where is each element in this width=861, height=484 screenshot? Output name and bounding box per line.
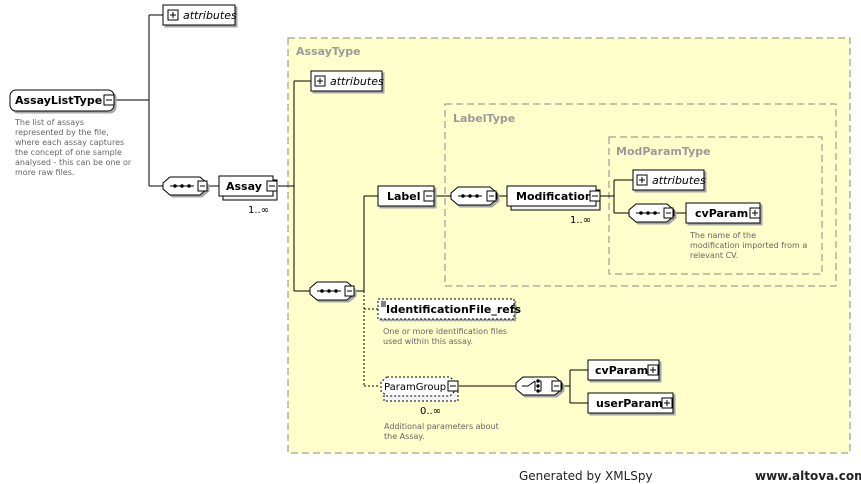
attribute-lines-icon [381, 301, 386, 307]
assay-list-type-node[interactable]: AssayListType [9, 89, 115, 112]
mod-param-attributes-node[interactable]: attributes [632, 169, 706, 191]
mod-param-attributes-label: attributes [652, 174, 706, 187]
expand-plus-icon[interactable] [647, 364, 659, 376]
doc-line: relevant CV. [690, 251, 738, 260]
assay-type-attributes-node[interactable]: attributes [310, 70, 384, 92]
label-node[interactable]: Label [377, 185, 435, 207]
doc-line: used within this assay. [383, 337, 473, 346]
expand-plus-icon[interactable] [167, 9, 179, 21]
assay-list-type-doc: The list of assays represented by the fi… [14, 118, 132, 177]
identification-file-refs-label: IdentificationFile_refs [386, 303, 521, 316]
doc-line: more raw files. [15, 168, 74, 177]
param-group-cardinality: 0..∞ [420, 406, 441, 417]
param-group-label: ParamGroup [384, 382, 446, 393]
generated-by-text: Generated by XMLSpy [519, 469, 653, 483]
assay-list-type-label: AssayListType [15, 94, 102, 107]
doc-line: represented by the file, [15, 128, 109, 137]
sequence-compositor[interactable] [628, 203, 675, 223]
assay-type-title: AssayType [296, 45, 361, 58]
expand-plus-icon[interactable] [636, 174, 648, 186]
identification-file-refs-doc: One or more identification files used wi… [383, 327, 507, 346]
collapse-minus-icon[interactable] [551, 380, 562, 392]
root-attributes-node[interactable]: attributes [162, 4, 237, 26]
modification-label: Modification [516, 190, 593, 203]
doc-line: The name of the [689, 231, 756, 240]
doc-line: the concept of one sample [15, 148, 122, 157]
connector-lines [116, 14, 686, 404]
group-cv-param-label: cvParam [595, 364, 648, 377]
expand-plus-icon[interactable] [749, 207, 761, 219]
collapse-minus-icon[interactable] [486, 190, 497, 202]
sequence-compositor[interactable] [309, 281, 355, 301]
altova-url[interactable]: www.altova.com [755, 469, 861, 483]
doc-line: the Assay. [384, 432, 425, 441]
doc-line: Additional parameters about [384, 422, 499, 431]
sequence-compositor[interactable] [162, 176, 208, 196]
choice-switch-icon [522, 379, 542, 393]
doc-line: The list of assays [14, 118, 84, 127]
mod-cv-param-node[interactable]: cvParam [685, 202, 761, 224]
choice-compositor[interactable] [515, 376, 563, 396]
identification-file-refs-node[interactable]: IdentificationFile_refs [377, 298, 521, 320]
modification-node[interactable]: Modification 1..∞ [506, 185, 601, 226]
user-param-node[interactable]: userParam [587, 392, 674, 414]
assay-type-attributes-label: attributes [330, 75, 384, 88]
param-group-doc: Additional parameters about the Assay. [384, 422, 499, 441]
collapse-minus-icon[interactable] [197, 180, 208, 192]
modification-cardinality: 1..∞ [570, 215, 591, 226]
param-group-node[interactable]: ParamGroup 0..∞ [380, 376, 459, 417]
doc-line: where each assay captures [15, 138, 124, 147]
collapse-minus-icon[interactable] [266, 180, 278, 192]
assay-cardinality: 1..∞ [248, 205, 269, 216]
collapse-minus-icon[interactable] [589, 190, 601, 202]
doc-line: One or more identification files [383, 327, 507, 336]
group-cv-param-node[interactable]: cvParam [587, 359, 660, 381]
mod-cv-param-doc: The name of the modification imported fr… [689, 231, 807, 260]
assay-label: Assay [226, 180, 262, 193]
mod-param-type-title: ModParamType [616, 145, 711, 158]
optional-connectors [363, 291, 380, 387]
collapse-minus-icon[interactable] [344, 285, 355, 297]
assay-node[interactable]: Assay 1..∞ [218, 175, 278, 216]
sequence-compositor[interactable] [450, 186, 498, 206]
collapse-minus-icon[interactable] [103, 94, 115, 106]
collapse-minus-icon[interactable] [447, 380, 459, 392]
doc-line: analysed - this can be one or [15, 158, 132, 167]
label-type-title: LabelType [453, 112, 515, 125]
expand-plus-icon[interactable] [661, 397, 673, 409]
user-param-label: userParam [596, 397, 663, 410]
collapse-minus-icon[interactable] [423, 190, 435, 202]
label-label: Label [387, 190, 421, 203]
expand-plus-icon[interactable] [314, 75, 326, 87]
root-attributes-label: attributes [183, 9, 237, 22]
mod-cv-param-label: cvParam [695, 207, 748, 220]
collapse-minus-icon[interactable] [663, 207, 674, 219]
doc-line: modification imported from a [690, 241, 807, 250]
